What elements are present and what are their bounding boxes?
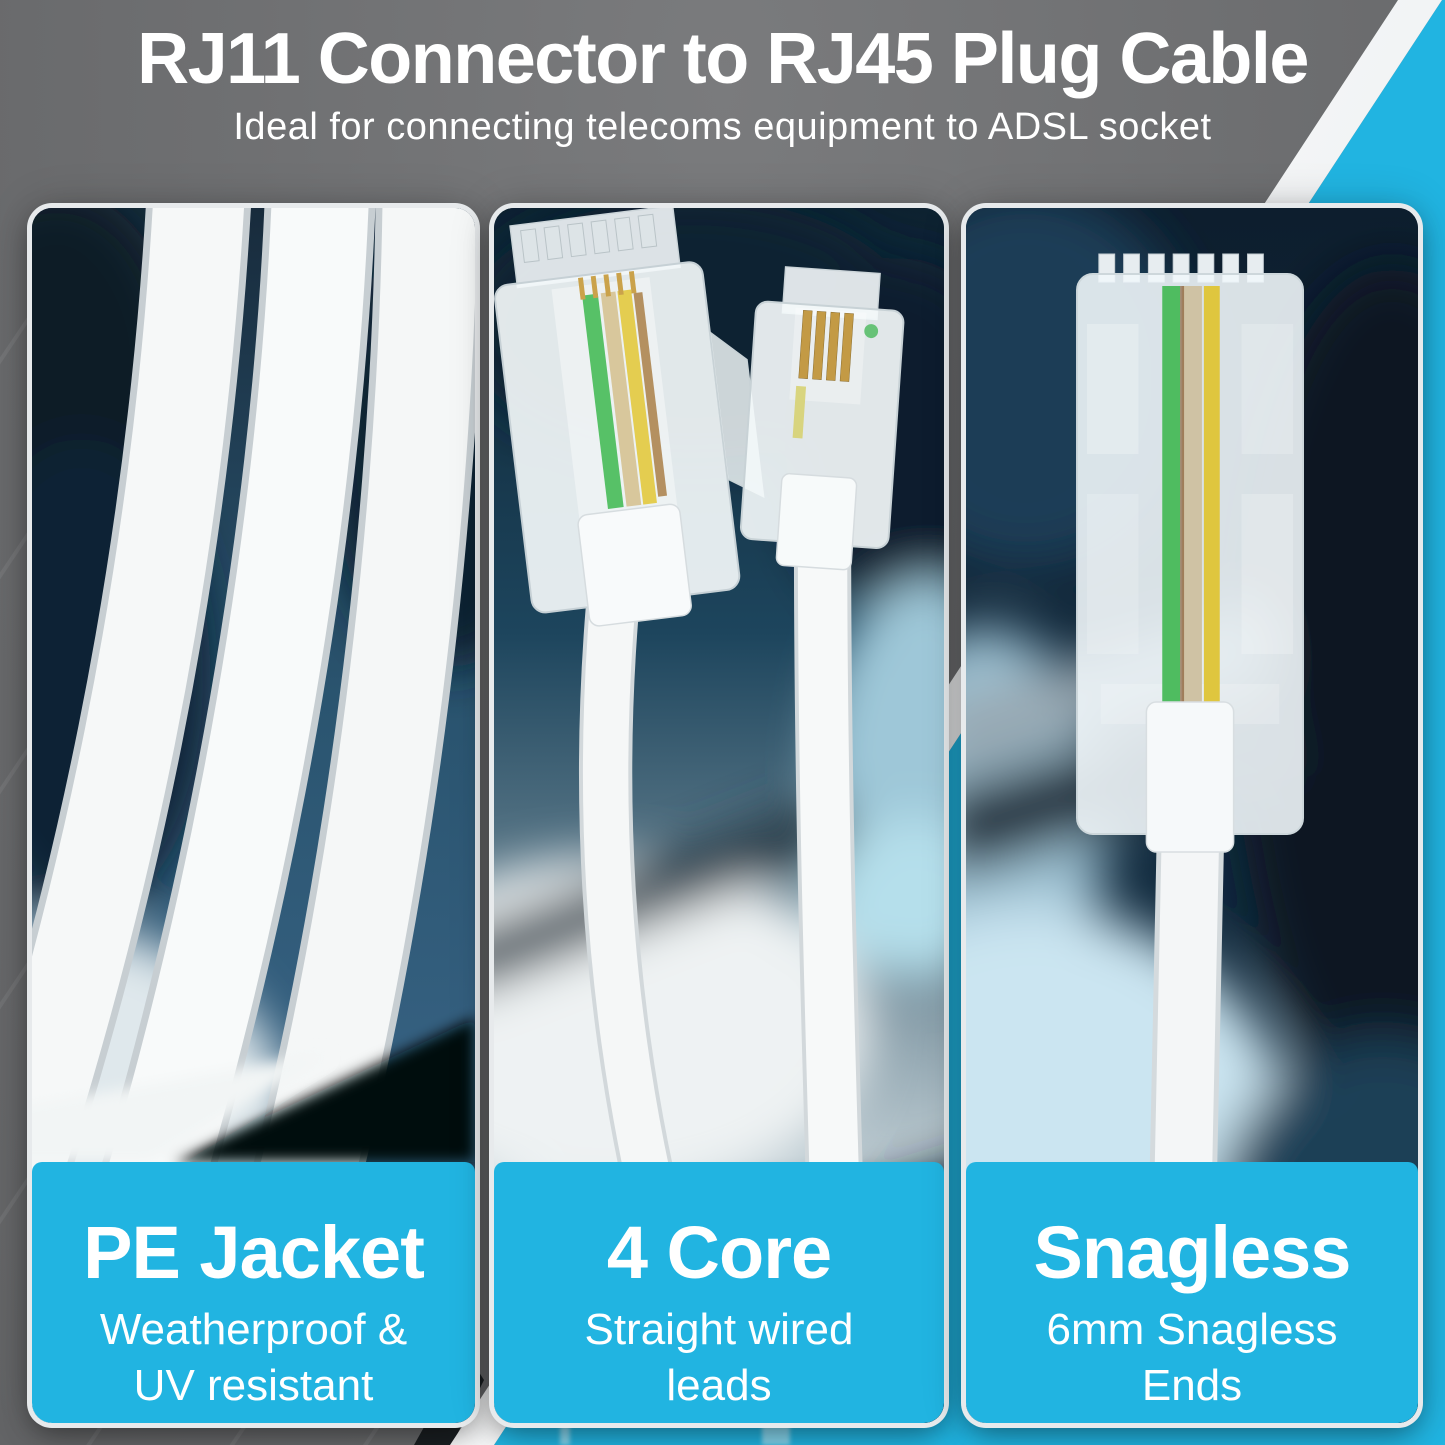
feature-subtitle-line: Weatherproof & bbox=[99, 1305, 408, 1354]
feature-title: Snagless bbox=[1033, 1211, 1352, 1294]
page-title: RJ11 Connector to RJ45 Plug Cable bbox=[137, 19, 1309, 99]
feature-card-pe-jacket: PE Jacket Weatherproof & UV resistant bbox=[32, 208, 475, 1423]
rj11-connector bbox=[739, 266, 905, 571]
feature-subtitle-line: leads bbox=[666, 1360, 772, 1410]
cable-reflection-streak bbox=[560, 1425, 570, 1445]
cable-reflection-streak bbox=[762, 1423, 790, 1445]
page-subtitle: Ideal for connecting telecoms equipment … bbox=[233, 105, 1212, 148]
feature-subtitle-line: UV resistant bbox=[133, 1360, 374, 1410]
feature-subtitle-line: 6mm Snagless bbox=[1046, 1305, 1338, 1354]
feature-subtitle: Straight wired leads bbox=[494, 1302, 944, 1414]
feature-title: PE Jacket bbox=[83, 1211, 425, 1294]
feature-banner-4-core: 4 Core Straight wired leads bbox=[494, 1162, 944, 1423]
feature-card-snagless: Snagless 6mm Snagless Ends bbox=[966, 208, 1418, 1423]
rj45-connector bbox=[1076, 253, 1305, 853]
feature-subtitle: 6mm Snagless Ends bbox=[966, 1302, 1418, 1414]
header: RJ11 Connector to RJ45 Plug Cable Ideal … bbox=[0, 19, 1445, 149]
feature-subtitle-line: Ends bbox=[1141, 1360, 1243, 1410]
rj45-connector bbox=[494, 208, 765, 627]
foreground-cable-band bbox=[32, 1018, 475, 1162]
feature-subtitle-line: Straight wired bbox=[584, 1305, 854, 1354]
feature-banner-pe-jacket: PE Jacket Weatherproof & UV resistant bbox=[32, 1162, 475, 1423]
feature-banner-snagless: Snagless 6mm Snagless Ends bbox=[966, 1162, 1418, 1423]
feature-subtitle: Weatherproof & UV resistant bbox=[32, 1302, 475, 1414]
feature-title: 4 Core bbox=[606, 1211, 832, 1294]
feature-card-4-core: 4 Core Straight wired leads bbox=[494, 208, 944, 1423]
